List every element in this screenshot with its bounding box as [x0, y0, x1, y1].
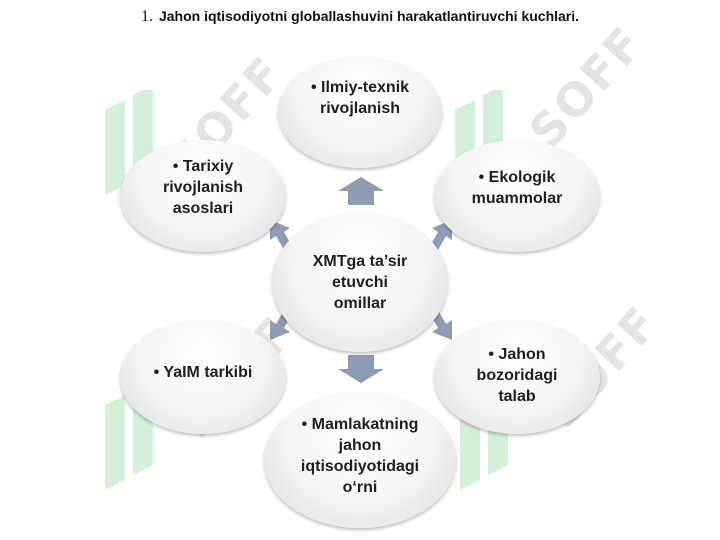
- node-lower-right: • Jahon bozoridagi talab: [434, 320, 600, 434]
- node-center: XMTga ta’sir etuvchi omillar: [272, 212, 448, 352]
- node-upper-right-label: • Ekologik muammolar: [471, 169, 563, 207]
- node-bottom: • Mamlakatning jahon iqtisodiyotidagi o‘…: [264, 392, 456, 528]
- node-lower-left-label: • YaIM tarkibi: [153, 363, 253, 381]
- node-bottom-label: • Mamlakatning jahon iqtisodiyotidagi o‘…: [300, 416, 420, 496]
- node-top-label: • Ilmiy-texnik rivojlanish: [310, 79, 410, 117]
- node-top: • Ilmiy-texnik rivojlanish: [278, 56, 442, 168]
- title-text: Jahon iqtisodiyotni globallashuvini hara…: [158, 8, 580, 24]
- node-upper-right: • Ekologik muammolar: [434, 140, 600, 252]
- node-upper-left: • Tarixiy rivojlanish asoslari: [120, 140, 286, 252]
- arrow-upper-right-icon: [430, 220, 452, 250]
- node-lower-right-label: • Jahon bozoridagi talab: [476, 345, 558, 405]
- node-center-label: XMTga ta’sir etuvchi omillar: [312, 252, 408, 312]
- watermark-text: SOFF: [518, 15, 655, 159]
- node-upper-left-label: • Tarixiy rivojlanish asoslari: [162, 157, 244, 217]
- slide-title: 1. Jahon iqtisodiyotni globallashuvini ha…: [0, 8, 720, 26]
- node-lower-left: • YaIM tarkibi: [120, 320, 286, 434]
- arrow-up-icon: [338, 177, 384, 205]
- title-number: 1.: [140, 8, 153, 25]
- arrow-down-icon: [338, 355, 384, 383]
